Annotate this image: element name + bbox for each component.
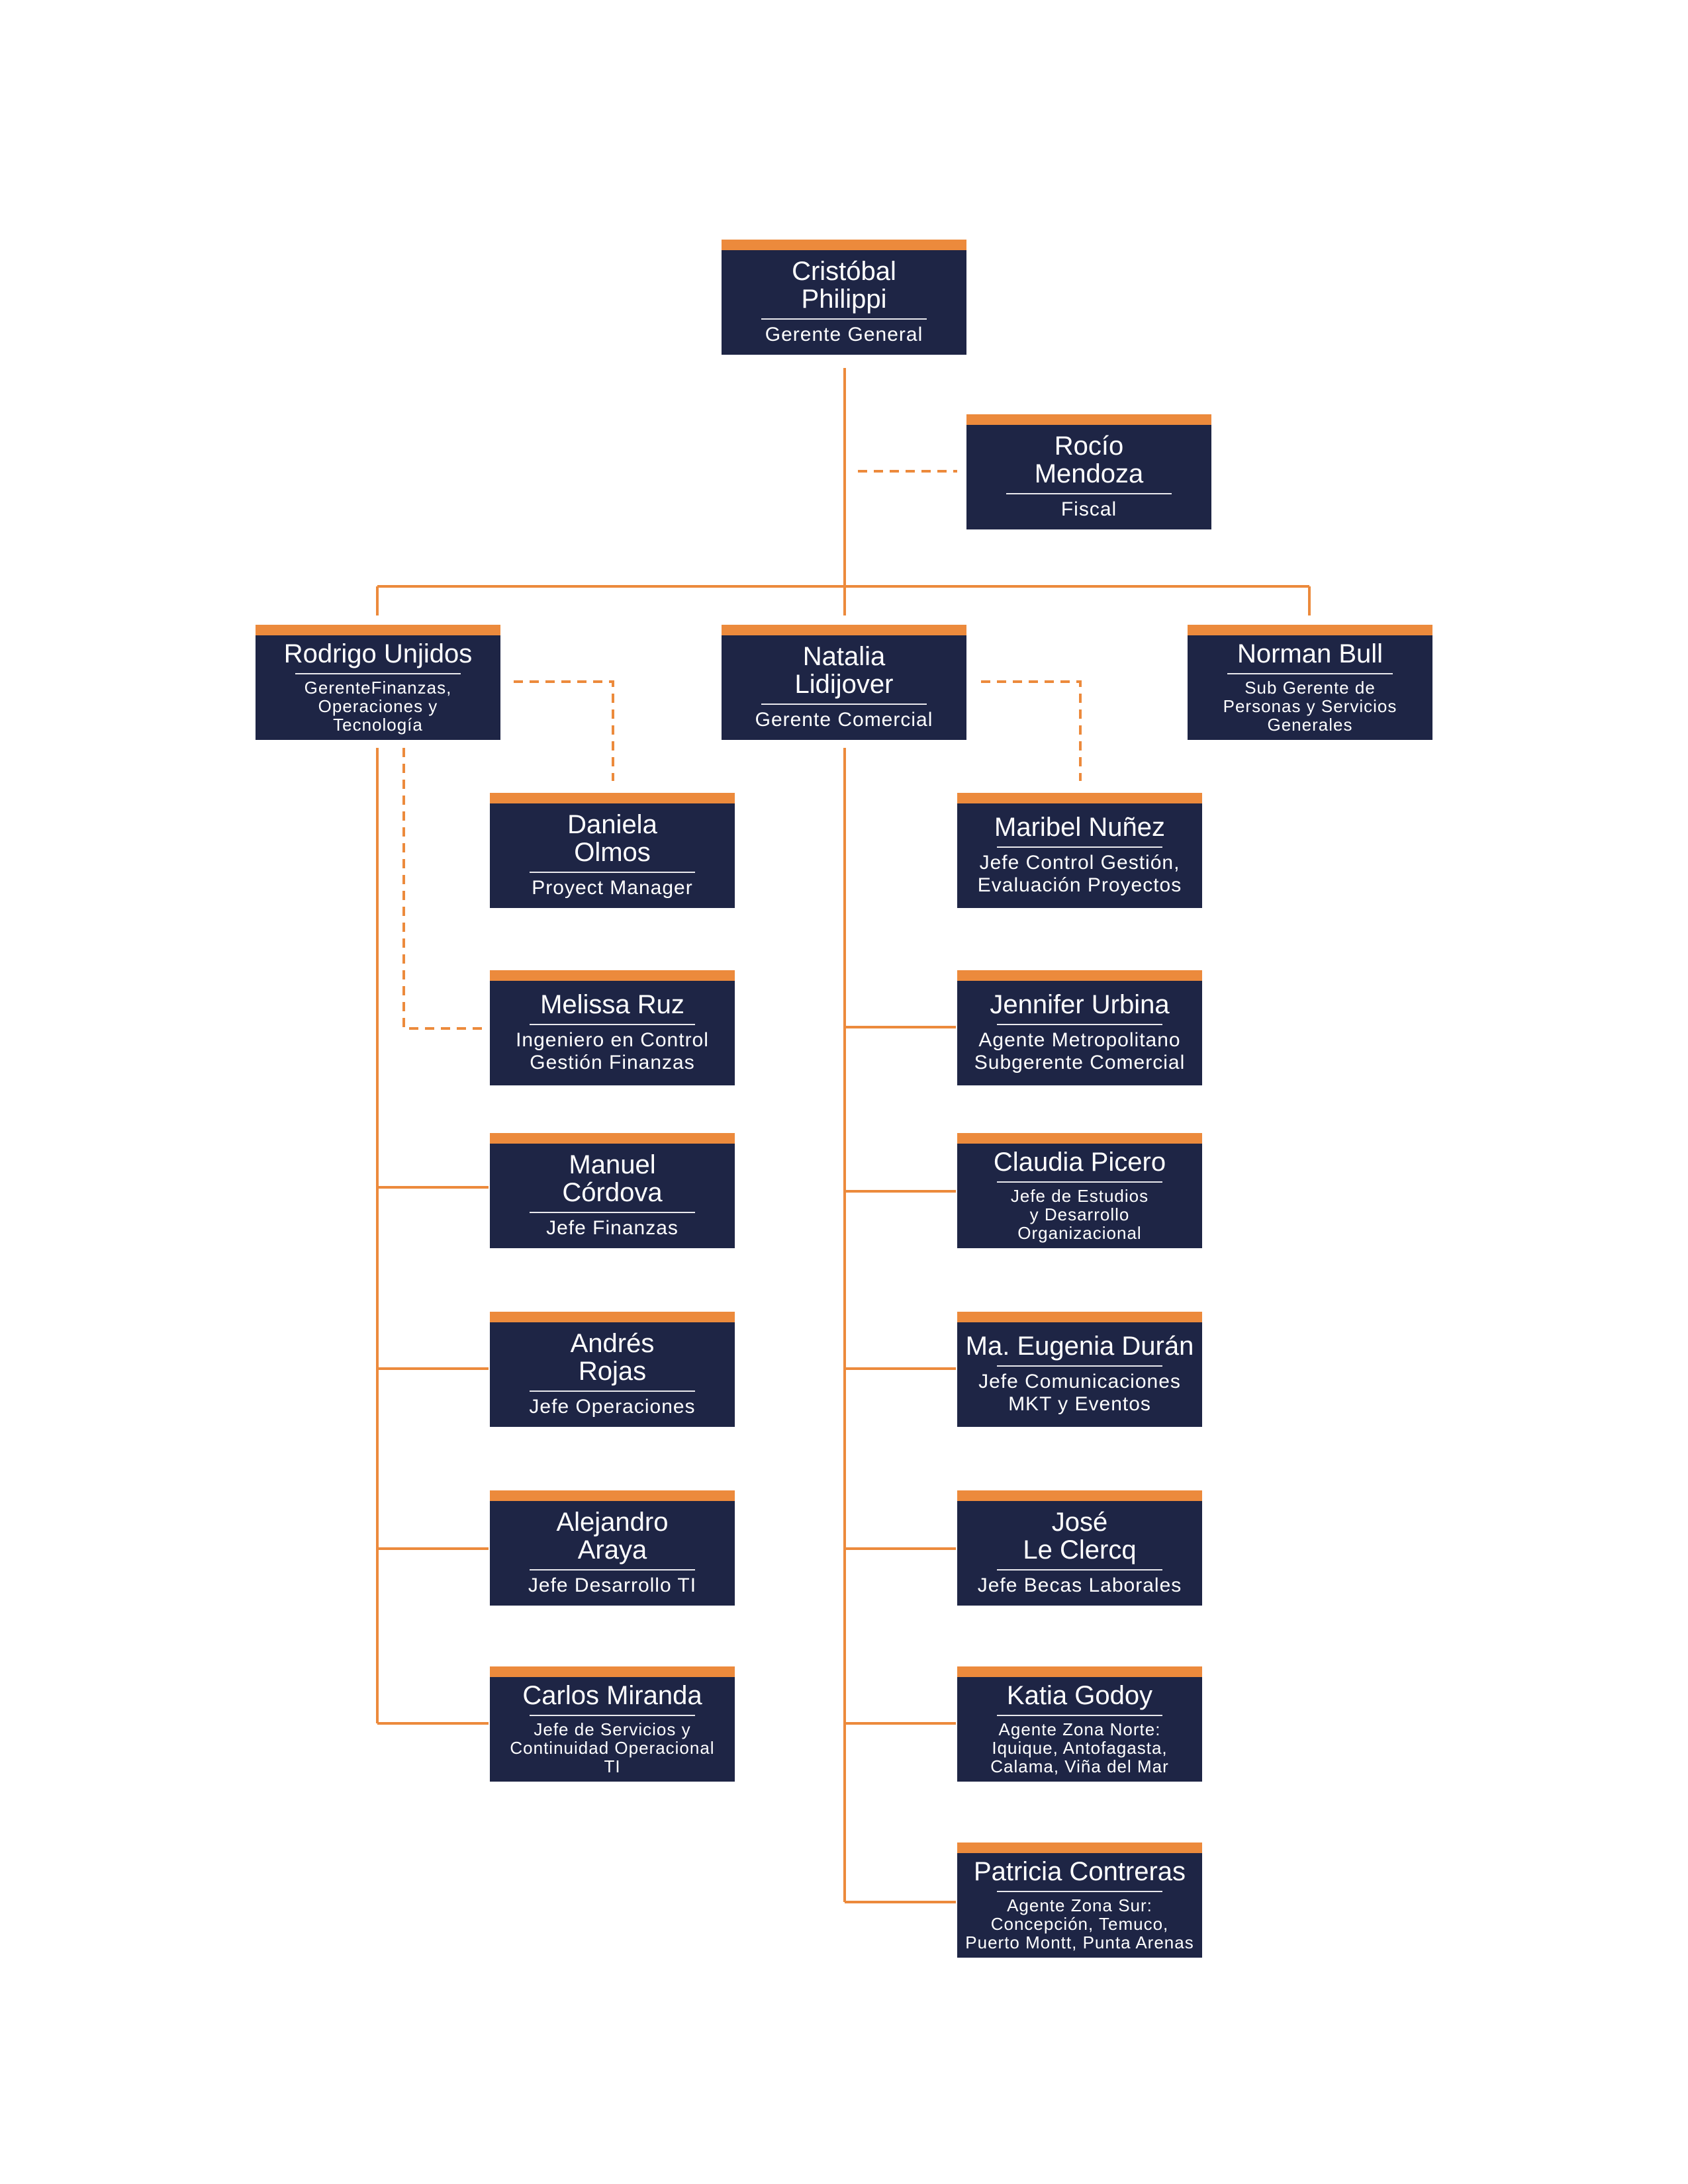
node-rodrigo: Rodrigo Unjidos GerenteFinanzas, Operaci… xyxy=(256,625,500,740)
node-role: Jefe de Estudios y Desarrollo Organizaci… xyxy=(1010,1186,1149,1243)
node-name: Ma. Eugenia Durán xyxy=(965,1332,1194,1361)
node-alejandro: Alejandro Araya Jefe Desarrollo TI xyxy=(490,1490,735,1606)
node-role: Proyect Manager xyxy=(532,877,693,899)
node-name: Natalia Lidijover xyxy=(794,642,894,699)
node-name: Manuel Córdova xyxy=(562,1150,663,1207)
divider xyxy=(530,1569,695,1570)
node-role: Fiscal xyxy=(1060,498,1117,520)
node-cristobal: Cristóbal Philippi Gerente General xyxy=(722,240,966,355)
divider xyxy=(997,1569,1162,1570)
node-role: Gerente General xyxy=(765,324,923,345)
node-jose: José Le Clercq Jefe Becas Laborales xyxy=(957,1490,1202,1606)
node-name: Rodrigo Unjidos xyxy=(283,639,473,668)
node-andres: Andrés Rojas Jefe Operaciones xyxy=(490,1312,735,1427)
node-name: Alejandro Araya xyxy=(556,1508,669,1565)
node-name: Andrés Rojas xyxy=(570,1329,655,1386)
dashed-to-maribel xyxy=(981,680,1082,781)
divider xyxy=(997,1365,1162,1367)
node-role: Agente Zona Sur: Concepción, Temuco, Pue… xyxy=(965,1895,1194,1952)
divider xyxy=(530,1715,695,1716)
node-eugenia: Ma. Eugenia Durán Jefe Comunicaciones MK… xyxy=(957,1312,1202,1427)
node-maribel: Maribel Nuñez Jefe Control Gestión, Eval… xyxy=(957,793,1202,908)
node-role: Jefe Control Gestión, Evaluación Proyect… xyxy=(977,852,1182,896)
node-name: Melissa Ruz xyxy=(540,990,684,1019)
node-rocio: Rocío Mendoza Fiscal xyxy=(966,414,1211,529)
divider xyxy=(530,872,695,873)
divider xyxy=(997,1024,1162,1025)
divider xyxy=(761,704,927,705)
node-name: Carlos Miranda xyxy=(522,1681,702,1710)
node-role: Jefe Operaciones xyxy=(529,1396,696,1418)
node-role: Jefe Comunicaciones MKT y Eventos xyxy=(978,1371,1181,1415)
node-role: Agente Zona Norte: Iquique, Antofagasta,… xyxy=(990,1719,1169,1776)
node-name: Patricia Contreras xyxy=(973,1857,1186,1886)
dashed-to-daniela xyxy=(514,680,614,781)
node-claudia: Claudia Picero Jefe de Estudios y Desarr… xyxy=(957,1133,1202,1248)
divider xyxy=(1006,493,1172,494)
divider xyxy=(530,1212,695,1213)
divider xyxy=(997,1715,1162,1716)
node-name: Maribel Nuñez xyxy=(994,813,1165,842)
node-name: Claudia Picero xyxy=(993,1148,1166,1177)
node-role: Jefe Finanzas xyxy=(546,1217,679,1239)
node-carlos: Carlos Miranda Jefe de Servicios y Conti… xyxy=(490,1666,735,1782)
node-daniela: Daniela Olmos Proyect Manager xyxy=(490,793,735,908)
node-patricia: Patricia Contreras Agente Zona Sur: Conc… xyxy=(957,1843,1202,1958)
node-jennifer: Jennifer Urbina Agente Metropolitano Sub… xyxy=(957,970,1202,1085)
node-name: Jennifer Urbina xyxy=(990,990,1170,1019)
dashed-to-melissa xyxy=(402,748,489,1030)
node-role: Sub Gerente de Personas y Servicios Gene… xyxy=(1223,678,1397,735)
node-melissa: Melissa Ruz Ingeniero en Control Gestión… xyxy=(490,970,735,1085)
node-role: Jefe de Servicios y Continuidad Operacio… xyxy=(510,1719,715,1776)
node-name: Katia Godoy xyxy=(1006,1681,1153,1710)
node-role: Agente Metropolitano Subgerente Comercia… xyxy=(974,1029,1186,1073)
node-role: Jefe Desarrollo TI xyxy=(528,1574,697,1596)
node-role: Jefe Becas Laborales xyxy=(977,1574,1182,1596)
node-natalia: Natalia Lidijover Gerente Comercial xyxy=(722,625,966,740)
node-role: GerenteFinanzas, Operaciones y Tecnologí… xyxy=(304,678,452,735)
node-manuel: Manuel Córdova Jefe Finanzas xyxy=(490,1133,735,1248)
node-role: Gerente Comercial xyxy=(755,709,933,731)
node-name: Cristóbal Philippi xyxy=(792,257,896,314)
node-name: José Le Clercq xyxy=(1023,1508,1137,1565)
divider xyxy=(530,1024,695,1025)
divider xyxy=(530,1390,695,1392)
divider xyxy=(997,846,1162,848)
node-katia: Katia Godoy Agente Zona Norte: Iquique, … xyxy=(957,1666,1202,1782)
divider xyxy=(761,318,927,320)
divider xyxy=(295,673,461,674)
divider xyxy=(997,1891,1162,1892)
node-name: Norman Bull xyxy=(1237,639,1383,668)
node-name: Daniela Olmos xyxy=(567,810,657,867)
divider xyxy=(1227,673,1393,674)
node-name: Rocío Mendoza xyxy=(1034,432,1144,488)
node-role: Ingeniero en Control Gestión Finanzas xyxy=(516,1029,709,1073)
divider xyxy=(997,1181,1162,1183)
node-norman: Norman Bull Sub Gerente de Personas y Se… xyxy=(1188,625,1432,740)
